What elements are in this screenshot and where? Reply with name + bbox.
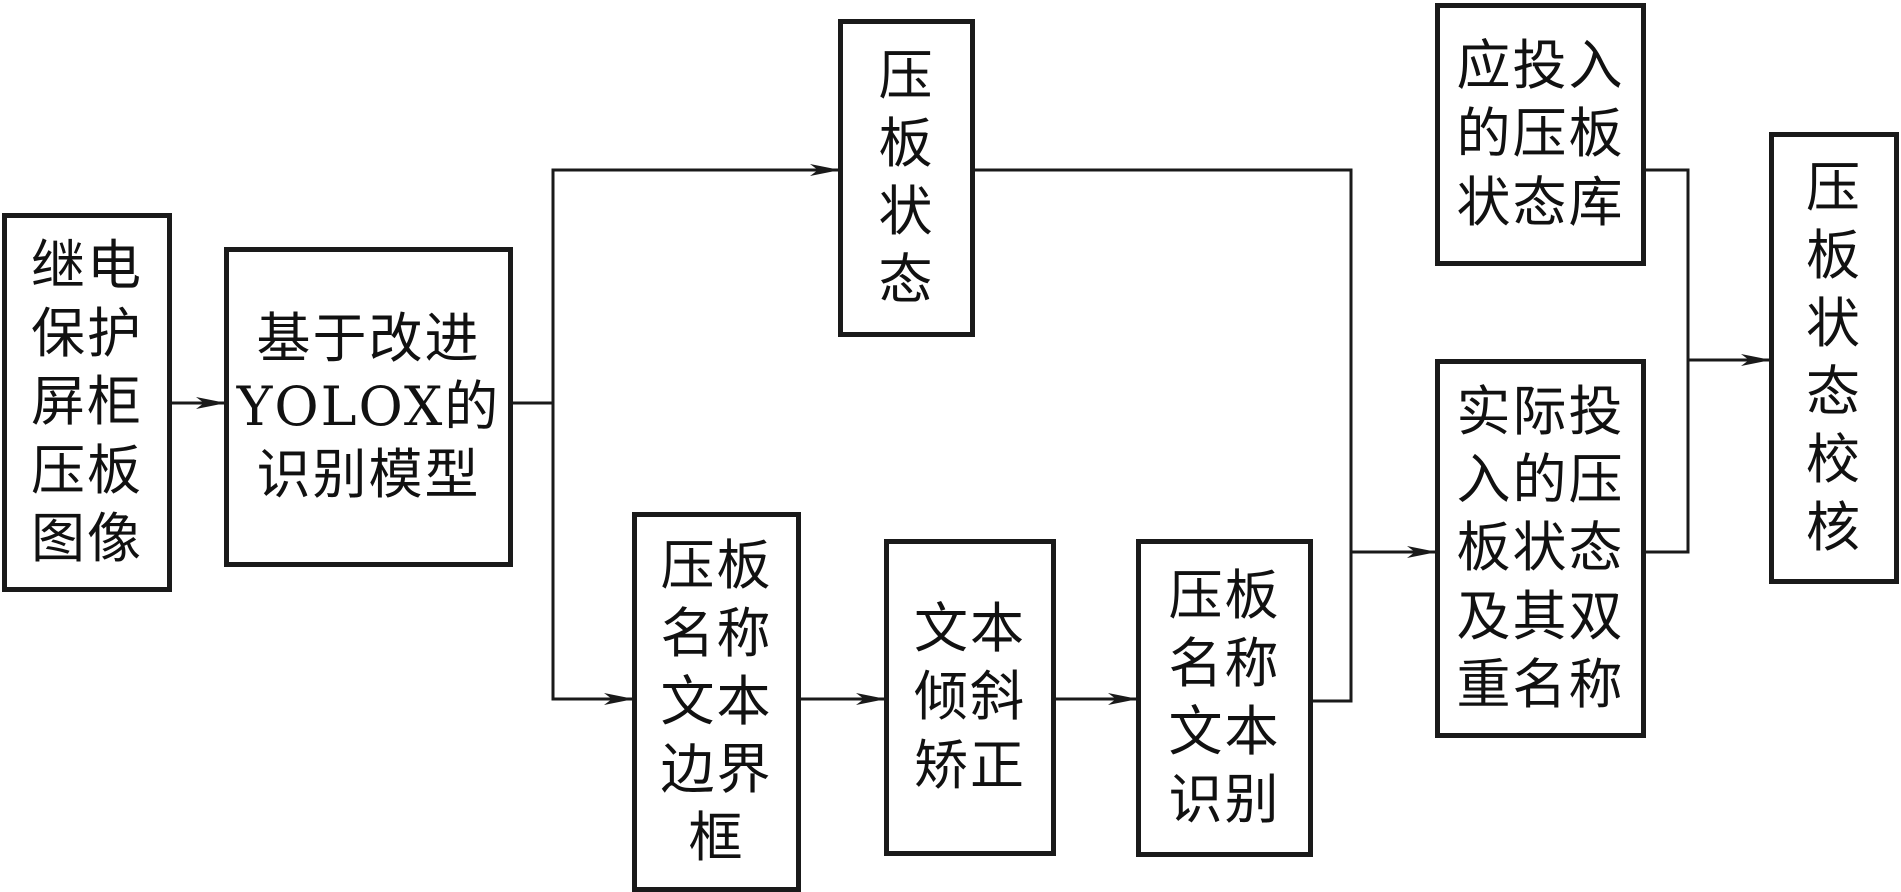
text-bbox-box: 压板 名称 文本 边界 框 bbox=[632, 512, 801, 892]
input-image-box: 继电 保护 屏柜 压板 图像 bbox=[2, 213, 172, 592]
arrow-model-to-plate-state bbox=[551, 164, 840, 403]
line-should-db-to-check bbox=[1646, 168, 1690, 360]
tilt-correction-box: 文本 倾斜 矫正 bbox=[884, 539, 1056, 856]
text-recognition-box: 压板 名称 文本 识别 bbox=[1136, 539, 1313, 857]
state-check-box: 压 板 状 态 校 核 bbox=[1769, 132, 1899, 584]
plate-state-box: 压 板 状 态 bbox=[838, 19, 975, 337]
line-actual-to-check bbox=[1646, 360, 1690, 554]
line-text-recog-to-merge bbox=[1313, 552, 1353, 703]
recognition-model-box: 基于改进 YOLOX的 识别模型 bbox=[224, 247, 513, 567]
line-plate-state-to-merge bbox=[975, 168, 1353, 552]
actual-state-box: 实际投 入的压 板状态 及其双 重名称 bbox=[1435, 359, 1646, 738]
should-state-db-box: 应投入 的压板 状态库 bbox=[1435, 3, 1646, 266]
arrow-model-to-bbox bbox=[551, 403, 634, 705]
